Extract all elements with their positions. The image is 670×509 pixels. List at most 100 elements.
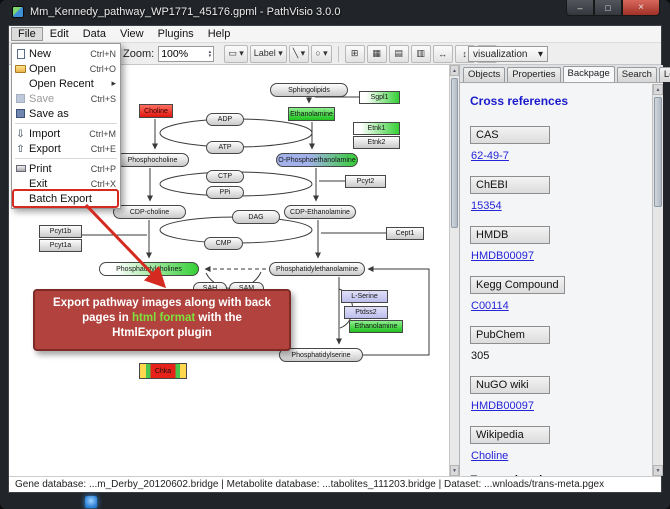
xref-source-nugo-wiki: NuGO wiki — [470, 376, 550, 394]
xref-value-wikipedia[interactable]: Choline — [471, 450, 509, 462]
align-center-vertical-button[interactable]: ▦ — [366, 44, 387, 63]
xref-value-hmdb[interactable]: HMDB00097 — [471, 250, 534, 262]
file-menu-item-batch-export[interactable]: Batch Export — [12, 189, 120, 208]
zoom-spinner-icon[interactable]: ▴▾ — [208, 48, 212, 59]
xref-value-kegg-compound[interactable]: C00114 — [471, 300, 509, 312]
node-etnk1[interactable]: Etnk1 — [353, 122, 400, 135]
minimize-button[interactable]: – — [566, 0, 594, 16]
new-datanode-button[interactable]: ▭ ▾ — [224, 44, 248, 63]
node-etnk2[interactable]: Etnk2 — [353, 136, 400, 149]
node-ctp[interactable]: CTP — [206, 170, 244, 183]
submenu-arrow-icon: ▸ — [111, 78, 116, 88]
tab-legend[interactable]: Legend — [658, 67, 670, 82]
taskbar-app-icon[interactable] — [85, 496, 97, 508]
node-cdp-choline[interactable]: CDP-choline — [113, 205, 186, 219]
node-cdp-ethanolamine[interactable]: CDP-Ethanolamine — [284, 205, 356, 219]
window-title: Mm_Kennedy_pathway_WP1771_45176.gpml - P… — [30, 6, 341, 18]
menu-view[interactable]: View — [119, 28, 144, 40]
node-phosphatidylethanolamine[interactable]: Phosphatidylethanolamine — [269, 262, 365, 276]
xref-value-cas[interactable]: 62-49-7 — [471, 150, 509, 162]
menu-help[interactable]: Help — [207, 28, 231, 40]
node-o-phosphoethanolamine[interactable]: O-Phosphoethanolamine — [276, 153, 358, 167]
menu-plugins[interactable]: Plugins — [157, 28, 194, 40]
node-dag[interactable]: DAG — [232, 210, 280, 224]
zoom-combobox[interactable]: 100% ▴▾ — [158, 45, 215, 62]
node-atp[interactable]: ATP — [206, 141, 244, 154]
file-menu-item-import[interactable]: Import Ctrl+M — [12, 126, 120, 141]
menu-edit[interactable]: Edit — [49, 28, 69, 40]
node-sgpl1[interactable]: Sgpl1 — [359, 91, 400, 104]
menubar: File Edit Data View Plugins Help — [9, 26, 661, 43]
maximize-button[interactable]: □ — [594, 0, 622, 16]
menu-item-label: Import — [29, 127, 61, 140]
sidebar-scroll-up-icon[interactable]: ▲ — [653, 84, 663, 95]
menu-file[interactable]: File — [11, 27, 43, 41]
node-ethanolamine[interactable]: Ethanolamine — [288, 107, 335, 121]
node-pcyt1b[interactable]: Pcyt1b — [39, 225, 82, 238]
tab-objects[interactable]: Objects — [463, 67, 506, 82]
menu-item-shortcut: Ctrl+M — [89, 128, 116, 139]
tab-properties[interactable]: Properties — [507, 67, 561, 82]
new-shape-button[interactable]: ○ ▾ — [311, 44, 332, 63]
file-menu-item-save-as[interactable]: Save as — [12, 106, 120, 121]
align-top-button[interactable]: ▥ — [410, 44, 431, 63]
zoom-value: 100% — [161, 47, 189, 60]
page-icon — [16, 48, 25, 59]
node-phosphocholine[interactable]: Phosphocholine — [116, 153, 189, 167]
node-pcyt1a[interactable]: Pcyt1a — [39, 239, 82, 252]
menu-item-shortcut: Ctrl+X — [90, 178, 116, 189]
window-controls: – □ × — [566, 0, 660, 16]
node-cept1[interactable]: Cept1 — [386, 227, 424, 240]
canvas-vertical-scrollbar[interactable]: ▲ ▼ — [449, 65, 459, 476]
file-menu-item-open-recent[interactable]: Open Recent ▸ — [12, 76, 120, 91]
node-sphingolipids[interactable]: Sphingolipids — [270, 83, 348, 97]
menu-data[interactable]: Data — [82, 28, 106, 40]
sidebar-scroll-down-icon[interactable]: ▼ — [653, 465, 663, 476]
callout-line2: pages in html format with the — [39, 311, 285, 326]
node-ppi[interactable]: PPi — [206, 186, 244, 199]
scroll-down-icon[interactable]: ▼ — [450, 465, 459, 476]
sidebar-scrollbar-thumb[interactable] — [654, 97, 662, 207]
menu-item-label: Open Recent — [29, 77, 94, 90]
node-phosphatidylserine[interactable]: Phosphatidylserine — [279, 348, 363, 362]
xref-source-pubchem: PubChem — [470, 326, 550, 344]
xref-value-chebi[interactable]: 15354 — [471, 200, 502, 212]
new-line-button[interactable]: ╲ ▾ — [288, 44, 310, 63]
menu-item-label: Open — [29, 62, 56, 75]
visualization-select[interactable]: visualization ▾ — [468, 46, 548, 62]
menu-item-label: New — [29, 47, 52, 60]
node-chka[interactable]: Chka — [139, 363, 187, 379]
tab-backpage[interactable]: Backpage — [562, 66, 615, 82]
align-center-horizontal-button[interactable]: ⊞ — [344, 44, 365, 63]
align-left-button[interactable]: ▤ — [388, 44, 409, 63]
node-ptdss2[interactable]: Ptdss2 — [344, 306, 388, 319]
titlebar[interactable]: Mm_Kennedy_pathway_WP1771_45176.gpml - P… — [0, 0, 670, 25]
sidebar-scrollbar[interactable]: ▲ ▼ — [652, 84, 663, 476]
cross-references-heading: Cross references — [470, 94, 569, 108]
node-cmp[interactable]: CMP — [204, 237, 243, 250]
menu-separator — [15, 158, 117, 159]
distribute-horizontal-button[interactable]: ↔ — [432, 44, 453, 63]
node-phosphatidylcholines[interactable]: Phosphatidylcholines — [99, 262, 199, 276]
node-adp[interactable]: ADP — [206, 113, 244, 126]
scroll-up-icon[interactable]: ▲ — [450, 65, 459, 76]
node-choline[interactable]: Choline — [139, 104, 173, 118]
close-button[interactable]: × — [622, 0, 660, 16]
visualization-value: visualization — [473, 48, 528, 60]
canvas-scrollbar-thumb[interactable] — [451, 78, 458, 228]
node-l-serine[interactable]: L-Serine — [341, 290, 388, 303]
menu-item-shortcut: Ctrl+P — [90, 163, 116, 174]
menu-item-label: Batch Export — [29, 192, 92, 205]
new-label-button[interactable]: Label ▾ — [249, 44, 287, 63]
tab-search[interactable]: Search — [616, 67, 657, 82]
node-pcyt2[interactable]: Pcyt2 — [345, 175, 386, 188]
xref-value-nugo-wiki[interactable]: HMDB00097 — [471, 400, 534, 412]
node-ethanolamine[interactable]: Ethanolamine — [349, 320, 403, 333]
